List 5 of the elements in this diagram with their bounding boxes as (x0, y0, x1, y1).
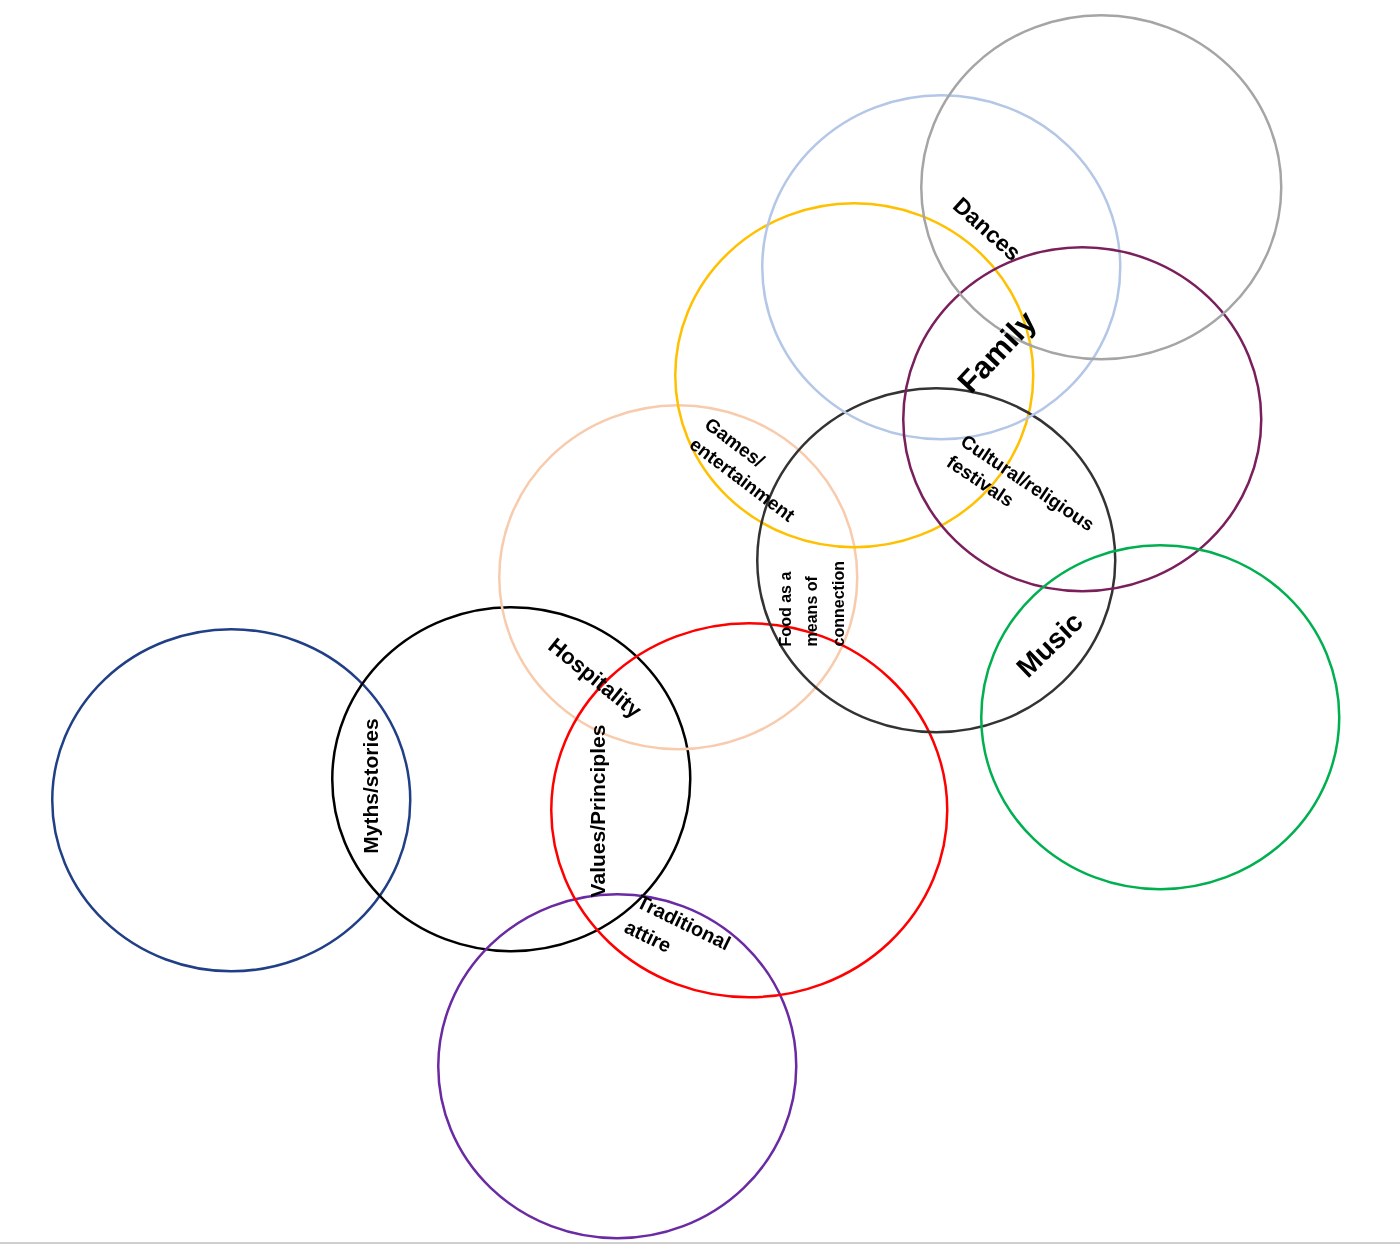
theme-label: Food as a means of connection (776, 560, 849, 647)
theme-label: Myths/stories (358, 718, 383, 854)
circle-outline (979, 543, 1341, 891)
circle-outline (50, 627, 412, 973)
theme-label: Values/Principles (585, 724, 610, 898)
